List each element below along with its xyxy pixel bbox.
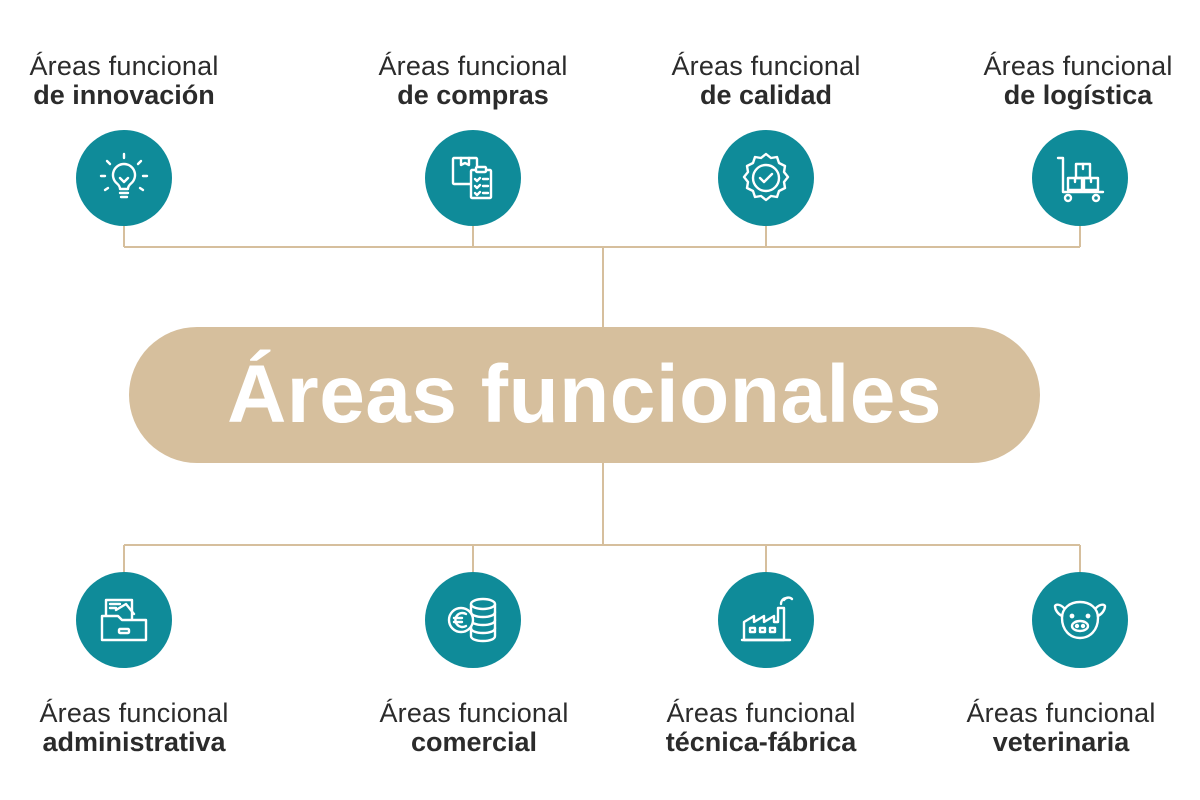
factory-icon — [718, 572, 814, 668]
area-calidad-label: Áreas funcional de calidad — [646, 52, 886, 110]
area-label-line1: Áreas funcional — [29, 51, 219, 81]
area-label-line2: administrativa — [42, 727, 226, 757]
folder-icon — [76, 572, 172, 668]
area-veterinaria-label: Áreas funcional veterinaria — [941, 699, 1181, 757]
area-label-line2: de logística — [1003, 80, 1153, 110]
area-label-line1: Áreas funcional — [983, 51, 1173, 81]
area-label-line2: de calidad — [699, 80, 833, 110]
area-label-line1: Áreas funcional — [671, 51, 861, 81]
cart-boxes-icon — [1032, 130, 1128, 226]
area-label-line1: Áreas funcional — [39, 698, 229, 728]
area-label-line2: comercial — [410, 727, 538, 757]
pig-icon — [1032, 572, 1128, 668]
area-label-line1: Áreas funcional — [666, 698, 856, 728]
area-label-line2: veterinaria — [992, 727, 1130, 757]
area-logistica-label: Áreas funcional de logística — [958, 52, 1198, 110]
lightbulb-icon — [76, 130, 172, 226]
area-label-line2: técnica-fábrica — [665, 727, 857, 757]
area-comercial-label: Áreas funcional comercial — [354, 699, 594, 757]
center-title-pill: Áreas funcionales — [129, 327, 1040, 463]
purchase-checklist-icon — [425, 130, 521, 226]
area-administrativa-label: Áreas funcional administrativa — [14, 699, 254, 757]
area-label-line2: de compras — [397, 80, 549, 110]
area-label-line1: Áreas funcional — [966, 698, 1156, 728]
euro-coins-icon — [425, 572, 521, 668]
area-label-line1: Áreas funcional — [379, 698, 569, 728]
area-compras-label: Áreas funcional de compras — [353, 52, 593, 110]
area-label-line2: de innovación — [33, 80, 215, 110]
area-tecnica-fabrica-label: Áreas funcional técnica-fábrica — [641, 699, 881, 757]
area-label-line1: Áreas funcional — [378, 51, 568, 81]
area-innovacion-label: Áreas funcional de innovación — [4, 52, 244, 110]
center-title: Áreas funcionales — [227, 349, 942, 440]
quality-badge-icon — [718, 130, 814, 226]
